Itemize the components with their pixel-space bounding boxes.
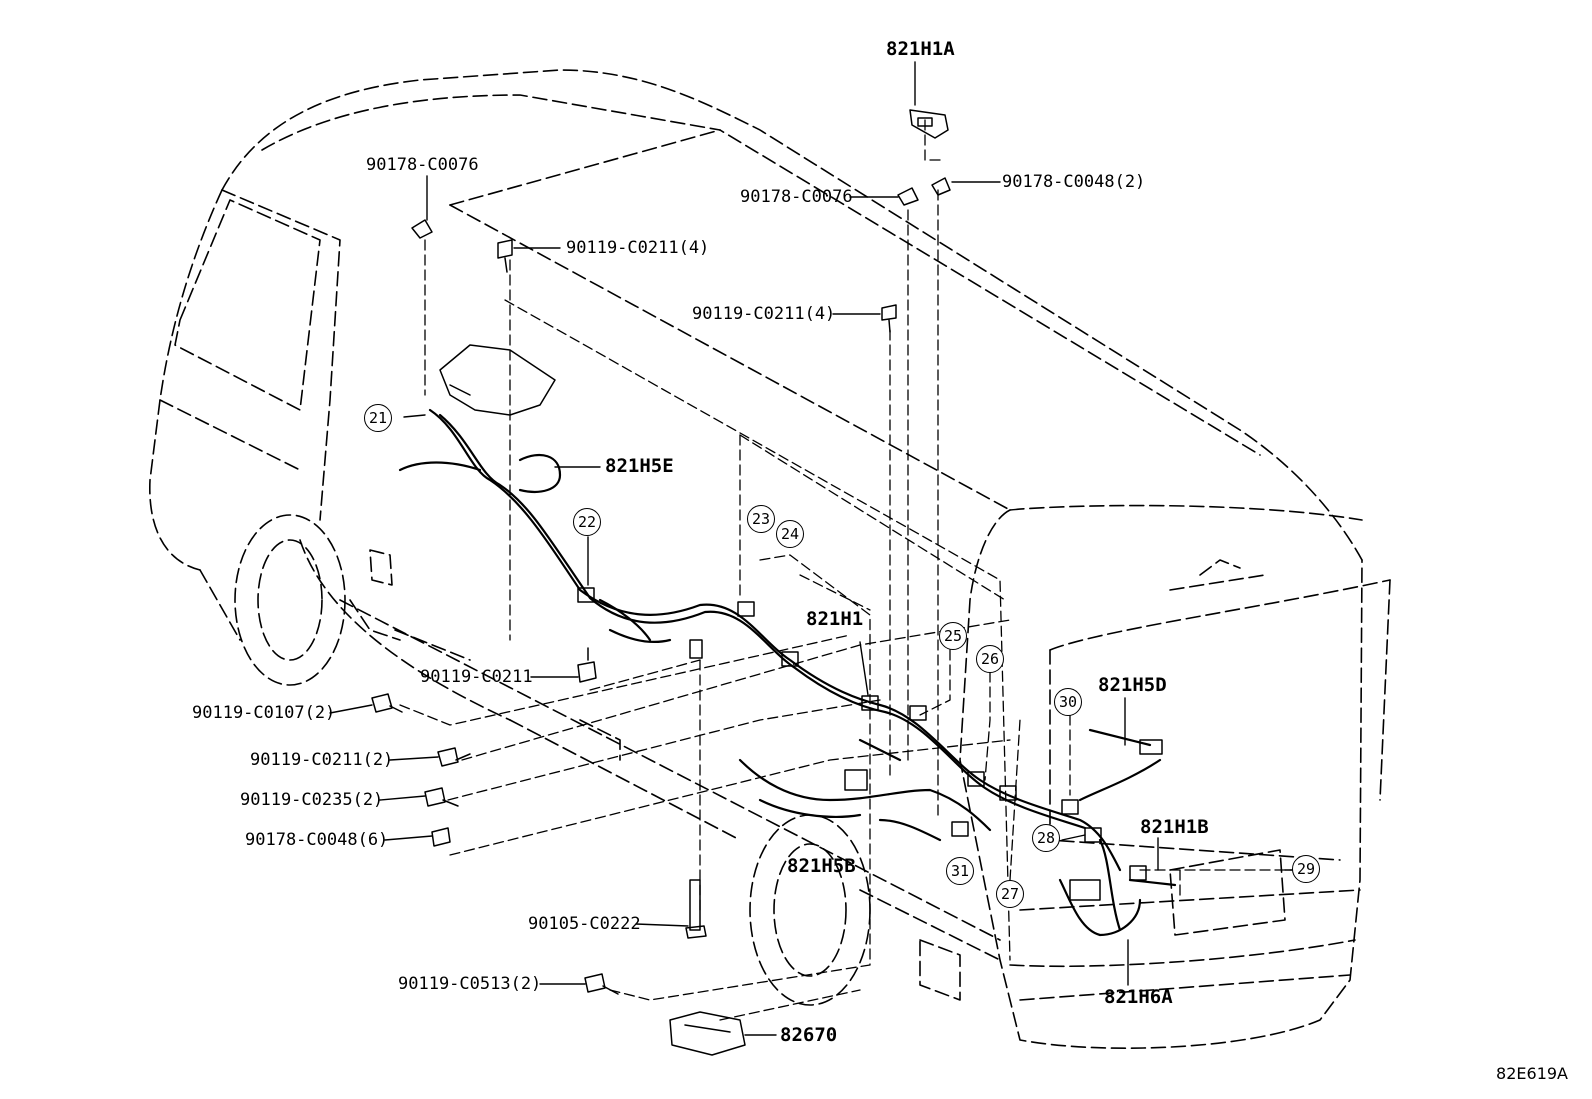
label-821H5B[interactable]: 821H5B xyxy=(787,855,856,877)
label-821H1B[interactable]: 821H1B xyxy=(1140,816,1209,838)
label-90178-C0048-6[interactable]: 90178-C0048(6) xyxy=(245,830,389,850)
ref-28[interactable]: 28 xyxy=(1032,824,1060,852)
label-821H6A[interactable]: 821H6A xyxy=(1104,986,1173,1008)
label-90119-C0235-2[interactable]: 90119-C0235(2) xyxy=(240,790,384,810)
label-90119-C0211-4-lower[interactable]: 90119-C0211(4) xyxy=(692,304,836,324)
label-90119-C0513-2[interactable]: 90119-C0513(2) xyxy=(398,974,542,994)
ref-25[interactable]: 25 xyxy=(939,622,967,650)
ref-23[interactable]: 23 xyxy=(747,505,775,533)
ref-22[interactable]: 22 xyxy=(573,508,601,536)
label-leaders xyxy=(329,61,1293,1036)
label-821H5E[interactable]: 821H5E xyxy=(605,455,674,477)
label-821H1A[interactable]: 821H1A xyxy=(886,38,955,60)
ref-24[interactable]: 24 xyxy=(776,520,804,548)
label-90105-C0222[interactable]: 90105-C0222 xyxy=(528,914,641,934)
ref-30[interactable]: 30 xyxy=(1054,688,1082,716)
ref-21[interactable]: 21 xyxy=(364,404,392,432)
label-90178-C0076-right[interactable]: 90178-C0076 xyxy=(740,187,853,207)
label-821H5D[interactable]: 821H5D xyxy=(1098,674,1167,696)
label-90119-C0107-2[interactable]: 90119-C0107(2) xyxy=(192,703,336,723)
ref-31[interactable]: 31 xyxy=(946,857,974,885)
ref-26[interactable]: 26 xyxy=(976,645,1004,673)
label-90178-C0048-2[interactable]: 90178-C0048(2) xyxy=(1002,172,1146,192)
label-90178-C0076-left[interactable]: 90178-C0076 xyxy=(366,155,479,175)
label-90119-C0211-4-upper[interactable]: 90119-C0211(4) xyxy=(566,238,710,258)
label-90119-C0211-2[interactable]: 90119-C0211(2) xyxy=(250,750,394,770)
components xyxy=(371,109,1163,1056)
ref-27[interactable]: 27 xyxy=(996,880,1024,908)
diagram-code: 82E619A xyxy=(1496,1064,1568,1083)
label-90119-C0211[interactable]: 90119-C0211 xyxy=(420,667,533,687)
label-82670[interactable]: 82670 xyxy=(780,1024,838,1046)
assembly-lines xyxy=(399,119,1296,1021)
label-821H1[interactable]: 821H1 xyxy=(806,608,864,630)
van-body-outline xyxy=(148,69,1391,1049)
ref-29[interactable]: 29 xyxy=(1292,855,1320,883)
